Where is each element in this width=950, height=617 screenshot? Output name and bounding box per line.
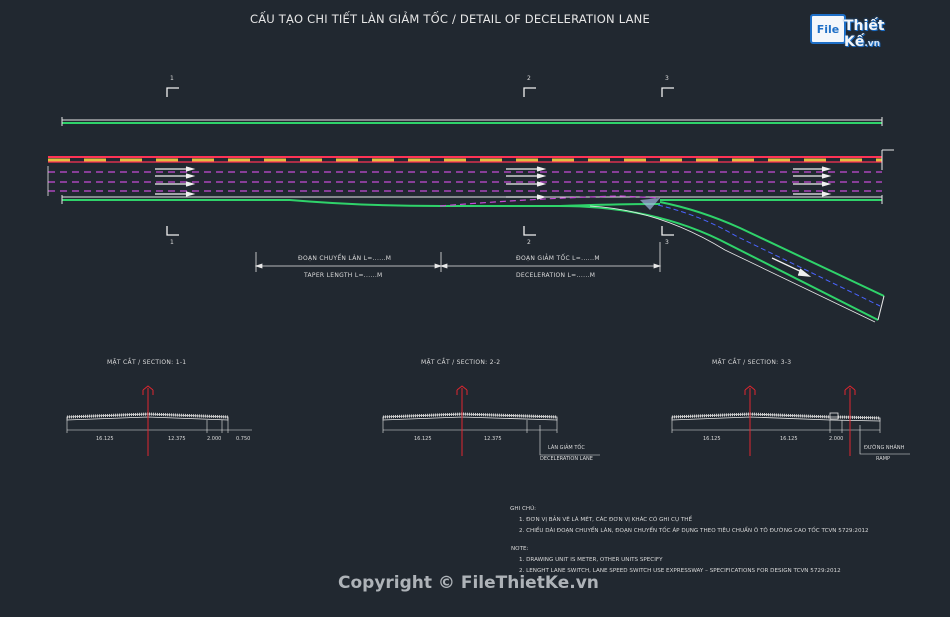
section-3-bottom-label: 3 [665,239,670,246]
section-1-bottom-label: 1 [170,239,175,246]
section-1-title: MẶT CẮT / SECTION: 1-1 [107,359,187,366]
s3-dim-3: 2.000 [829,436,844,442]
s2-dim-2: 12.375 [484,436,502,442]
dimension-lines [254,242,662,272]
cross-section-1 [66,385,252,456]
section-3-top-label: 3 [665,75,670,82]
s1-dim-4: 0.750 [236,436,251,442]
section-2-top-label: 2 [527,75,532,82]
s3-label-en: RAMP [876,456,891,462]
cross-section-3 [671,385,910,456]
notes-en-2: 2. LENGHT LANE SWITCH, LANE SPEED SWITCH… [519,568,841,574]
s2-label-vn: LÀN GIẢM TỐC [548,445,585,451]
ramp-edge-outer [559,205,879,321]
notes-vn-heading: GHI CHÚ: [510,506,537,512]
notes-vn-2: 2. CHIỀU DÀI ĐOẠN CHUYỂN LÀN, ĐOẠN CHUYỂ… [519,528,869,534]
section-2-bottom-label: 2 [527,239,532,246]
gore-area [640,198,660,210]
s1-dim-3: 2.000 [207,436,222,442]
ramp-arrow [771,257,812,277]
s1-dim-1: 16.125 [96,436,114,442]
taper-length-vn: ĐOẠN CHUYỂN LÀN L=......M [298,255,392,262]
logo-text: Thiết Kế.vn [844,18,920,50]
drawing-title: CẤU TẠO CHI TIẾT LÀN GIẢM TỐC / DETAIL O… [250,12,650,26]
s2-dim-1: 16.125 [414,436,432,442]
arrows-middle [506,166,547,200]
s2-label-en: DECELERATION LANE [540,456,593,462]
s3-label-vn: ĐƯỜNG NHÁNH [864,445,905,451]
cross-section-2 [382,385,600,456]
section-marks [166,87,674,236]
ramp-edge-white [589,205,876,323]
notes-vn-1: 1. ĐƠN VỊ BẢN VẼ LÀ MÉT, CÁC ĐƠN VỊ KHÁC… [519,517,692,523]
logo-main-text: Thiết Kế [844,18,885,50]
copyright-watermark: Copyright © FileThietKe.vn [338,573,599,593]
section-2-title: MẶT CẮT / SECTION: 2-2 [421,359,501,366]
s3-dim-2: 16.125 [780,436,798,442]
section-1-top-label: 1 [170,75,175,82]
decel-length-vn: ĐOẠN GIẢM TỐC L=......M [516,255,600,262]
ramp-edge-inner [659,201,885,297]
arrows-left [155,166,196,197]
s1-dim-2: 12.375 [168,436,186,442]
s3-dim-1: 16.125 [703,436,721,442]
decel-lane-line [439,195,661,207]
bottom-green-edge-taper [62,199,661,207]
section-3-title: MẶT CẮT / SECTION: 3-3 [712,359,792,366]
plan-view [47,87,894,323]
logo-suffix: .vn [864,39,881,49]
taper-length-en: TAPER LENGTH L=......M [304,272,383,279]
arrows-right [793,166,832,197]
logo-file-box: File [810,14,846,44]
notes-en-heading: NOTE: [511,546,529,552]
ramp-centerline [657,204,881,307]
notes-en-1: 1. DRAWING UNIT IS METER, OTHER UNITS SP… [519,557,663,563]
ramp-end [877,295,885,321]
brand-logo: File Thiết Kế.vn [810,12,920,50]
decel-length-en: DECELERATION L=......M [516,272,596,279]
